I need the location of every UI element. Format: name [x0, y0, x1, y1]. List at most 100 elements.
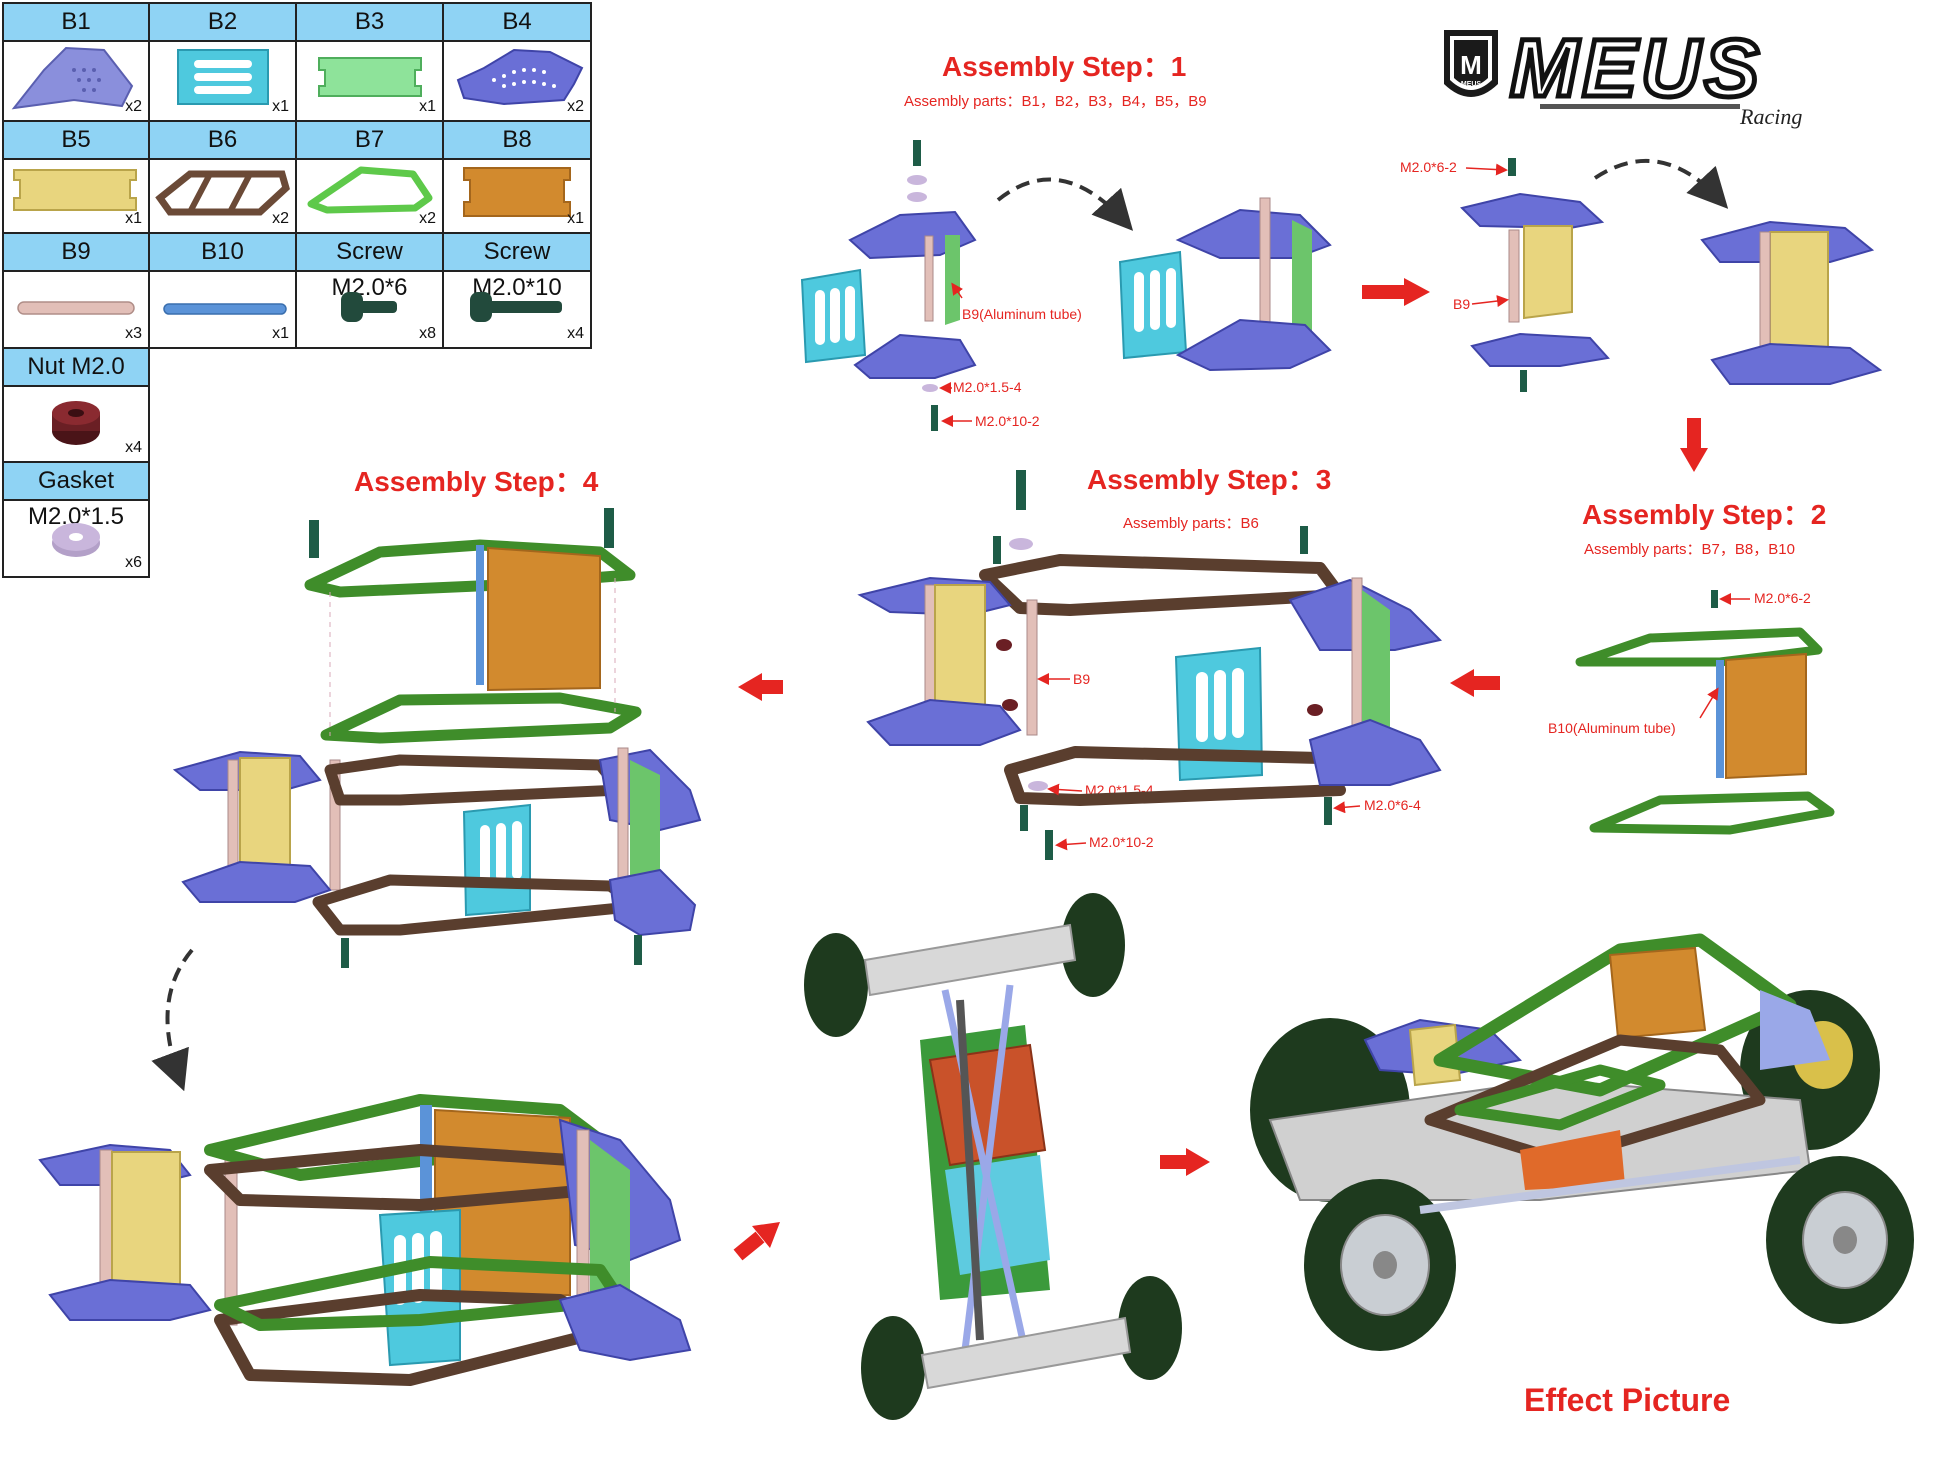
step1-assembled	[1118, 197, 1332, 372]
callout-s3-b9: B9	[1073, 671, 1091, 687]
part-cell-nut: Nut M2.0 x4	[2, 347, 150, 463]
effect-picture-label: Effect Picture	[1524, 1382, 1731, 1418]
part-qty: x2	[125, 98, 142, 115]
step4-title: Assembly Step：4	[354, 466, 599, 497]
callout-s3-screw10: M2.0*10-2	[1089, 834, 1154, 850]
part-qty: x8	[419, 325, 436, 342]
part-cell-b8: B8 x1	[442, 120, 592, 234]
gasket-icon	[907, 192, 927, 202]
screw-icon	[1045, 830, 1053, 860]
part-name: B1	[4, 4, 148, 42]
step2-exploded	[1575, 590, 1835, 835]
part-qty: x1	[419, 98, 436, 115]
brand-logo: M MEUS MEUS Racing	[1440, 21, 1860, 134]
callout-s2-tube: B10(Aluminum tube)	[1548, 720, 1676, 736]
screw-icon	[913, 140, 921, 166]
step2-title: Assembly Step：2	[1582, 499, 1827, 530]
part-cell-b1: B1 x2	[2, 2, 150, 122]
screw-icon	[931, 405, 938, 431]
step4-assembled	[38, 1094, 692, 1386]
screw-icon	[1324, 797, 1332, 825]
panel-b8	[1725, 652, 1807, 780]
frame-b7-bottom	[1589, 791, 1835, 835]
part-qty: x4	[125, 439, 142, 456]
part-name: Gasket M2.0*1.5	[4, 463, 148, 530]
nut-icon	[996, 639, 1012, 651]
wheel-icon	[1118, 1276, 1182, 1380]
part-cell-b3: B3 x1	[295, 2, 444, 122]
part-b4-icon	[456, 48, 584, 106]
chassis-top-view	[804, 893, 1182, 1420]
badge-letter: M	[1460, 50, 1482, 80]
step4-exploded	[172, 508, 702, 968]
step3-exploded	[857, 470, 1442, 860]
step3-title: Assembly Step：3	[1087, 464, 1332, 495]
screw-icon	[470, 292, 562, 322]
frame-b6-bottom	[1004, 746, 1346, 806]
screw-icon	[341, 292, 397, 322]
gasket-icon	[1028, 781, 1048, 791]
step3-parts: Assembly parts：B6	[1123, 515, 1259, 532]
part-cell-b7: B7 x2	[295, 120, 444, 234]
brand-name: MEUS	[1510, 24, 1763, 114]
part-qty: x3	[125, 325, 142, 342]
part-cell-screw-6: Screw M2.0*6 x8	[295, 232, 444, 349]
part-qty: x2	[272, 210, 289, 227]
part-b1-icon	[11, 46, 134, 110]
step1-title: Assembly Step：1	[942, 51, 1187, 82]
callout-s1-screw10: M2.0*10-2	[975, 413, 1040, 429]
nut-icon	[1307, 704, 1323, 716]
part-b7-icon	[307, 166, 433, 214]
callout-s1-gasket: M2.0*1.5-4	[953, 379, 1022, 395]
tube-b10	[1716, 660, 1724, 778]
part-qty: x1	[272, 98, 289, 115]
part-name: B2	[150, 4, 295, 42]
wheel-icon	[1061, 893, 1125, 997]
tube-b9	[924, 235, 934, 322]
part-cell-gasket: Gasket M2.0*1.5 x6	[2, 461, 150, 578]
badge-text: MEUS	[1461, 81, 1482, 88]
part-b6-icon	[155, 170, 290, 216]
gasket-icon	[907, 175, 927, 185]
brand-tagline: Racing	[1739, 104, 1802, 129]
step1b-assembled	[1700, 220, 1883, 385]
callout-s1-tube: B9(Aluminum tube)	[962, 306, 1082, 322]
frame-b7-top	[1575, 627, 1823, 667]
wheel-icon	[804, 933, 868, 1037]
part-b3-icon	[318, 57, 422, 97]
part-qty: x6	[125, 554, 142, 571]
red-arrow-icon	[733, 1231, 765, 1261]
part-name: B10	[150, 234, 295, 272]
screw-icon	[309, 520, 319, 558]
wheel-icon	[861, 1316, 925, 1420]
part-name: Screw M2.0*10	[444, 234, 590, 301]
frame-b6-top	[979, 554, 1346, 616]
callout-s2-screw6: M2.0*6-2	[1754, 590, 1811, 606]
screw-icon	[1016, 470, 1026, 510]
part-b5-icon	[13, 169, 137, 211]
gasket-icon	[52, 523, 100, 557]
part-name: B9	[4, 234, 148, 272]
part-b10-icon	[163, 303, 287, 315]
screw-icon	[604, 508, 614, 548]
screw-icon	[993, 536, 1001, 564]
screw-icon	[1508, 158, 1516, 176]
part-qty: x1	[125, 210, 142, 227]
plate-b1-bottom	[853, 333, 977, 379]
callout-s1b-b9: B9	[1453, 296, 1471, 312]
nut-icon	[52, 401, 100, 445]
part-name: B7	[297, 122, 442, 160]
part-cell-b4: B4 x2	[442, 2, 592, 122]
screw-icon	[341, 938, 349, 968]
part-cell-b10: B10 x1	[148, 232, 297, 349]
part-name: Nut M2.0	[4, 349, 148, 387]
callout-s3-screw6: M2.0*6-4	[1364, 797, 1421, 813]
part-name: B5	[4, 122, 148, 160]
part-name: B3	[297, 4, 442, 42]
screw-icon	[634, 935, 642, 965]
part-name: B8	[444, 122, 590, 160]
part-b8-icon	[463, 167, 571, 217]
screw-icon	[1300, 526, 1308, 554]
part-cell-screw-10: Screw M2.0*10 x4	[442, 232, 592, 349]
